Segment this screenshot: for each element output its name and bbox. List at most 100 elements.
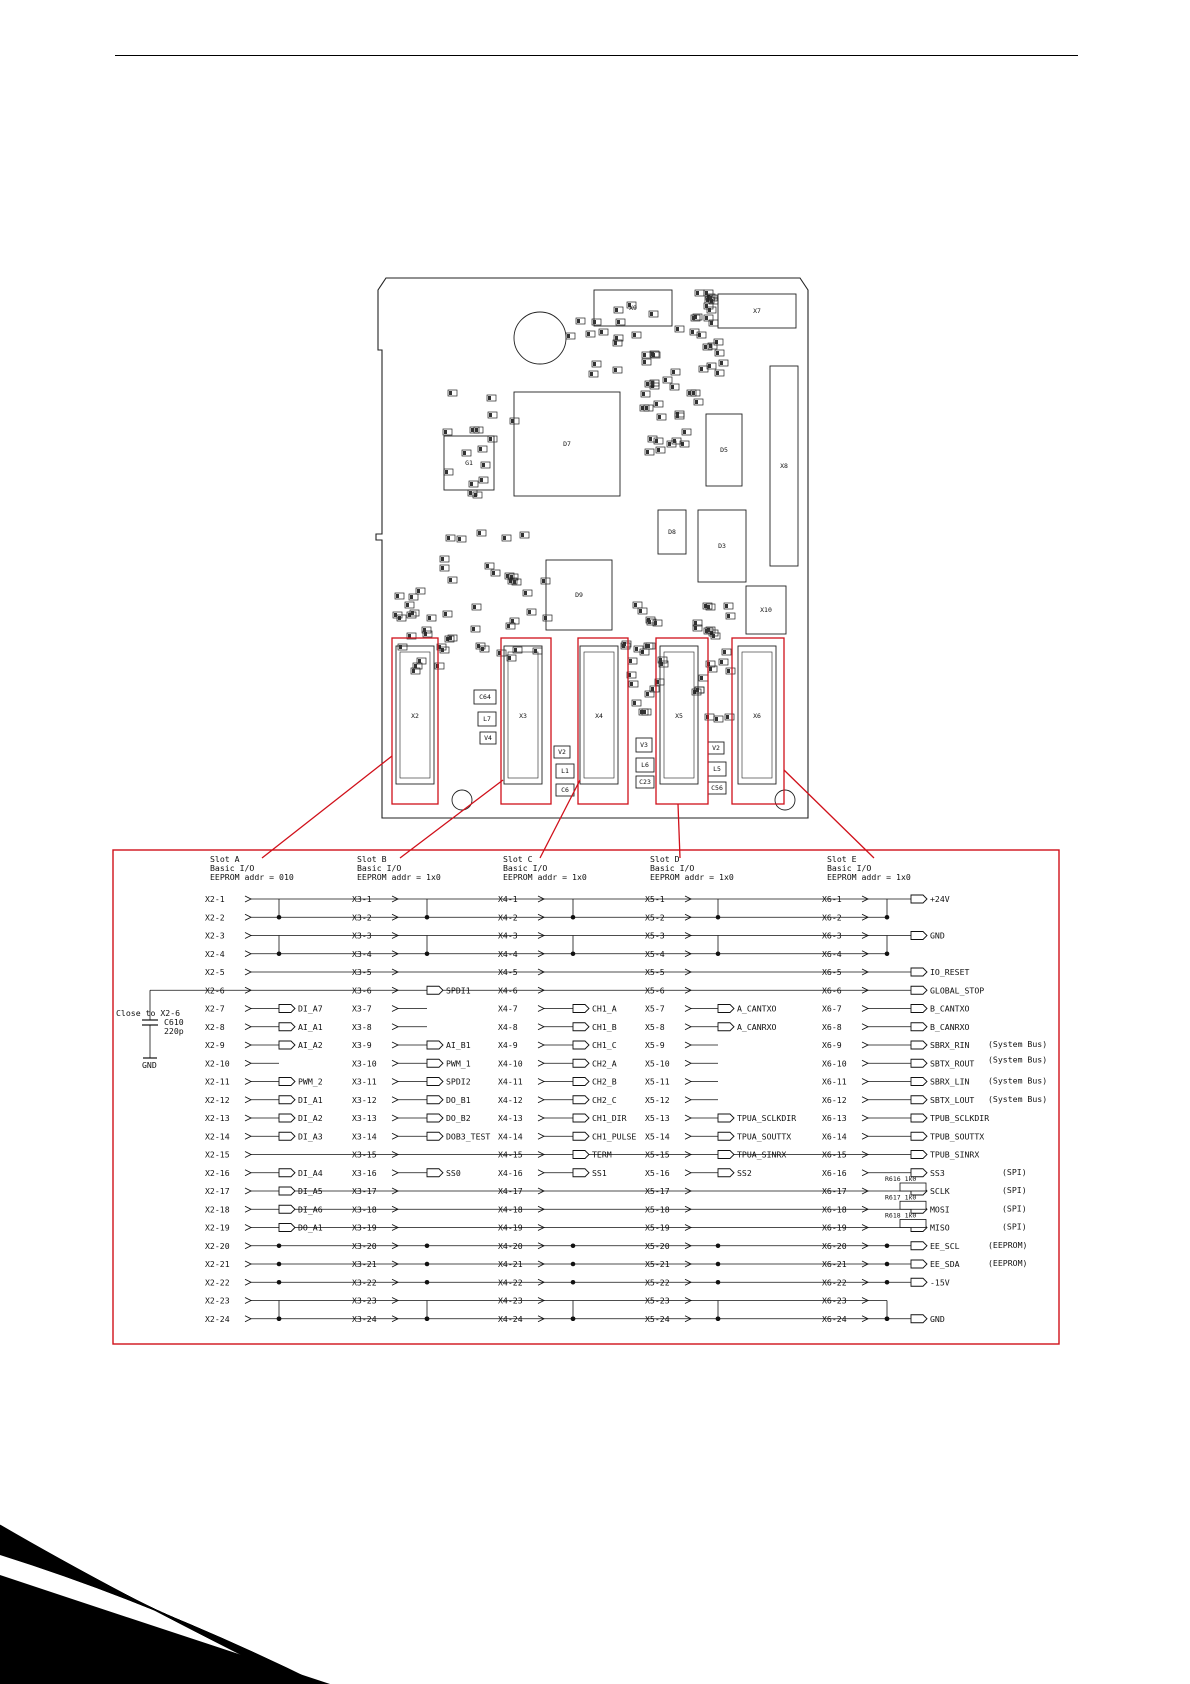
signal-tag [278, 1004, 296, 1013]
smd-pad [498, 651, 501, 655]
signal-label: AI_A1 [298, 1022, 323, 1032]
smd-pad [705, 629, 708, 633]
smd-pad [449, 636, 452, 640]
pin-label: X6-10 [822, 1058, 847, 1068]
pin-chevron [391, 1096, 400, 1104]
pin-chevron [861, 1169, 870, 1177]
smd-part [470, 625, 481, 633]
smd-pad [481, 647, 484, 651]
signal-label: CH2_B [592, 1077, 617, 1087]
smd-part [478, 476, 489, 484]
component-l1 [555, 763, 575, 779]
signal-tag [910, 1241, 928, 1251]
signal-tag [278, 1223, 296, 1232]
note-value: 220p [164, 1026, 184, 1036]
smd-pad [511, 619, 514, 623]
component-label-c56: C56 [711, 784, 723, 792]
smd-part [632, 601, 643, 609]
smd-pad [709, 667, 712, 671]
pin-chevron [244, 913, 253, 921]
smd-pad [727, 669, 730, 673]
smd-pad [514, 648, 517, 652]
pin-label: X2-2 [205, 912, 225, 922]
smd-pad [668, 442, 671, 446]
pin-chevron [244, 932, 253, 939]
resistor-body [899, 1182, 927, 1192]
pin-chevron [684, 1096, 693, 1104]
smd-part [652, 619, 663, 627]
junction-dot [715, 1279, 721, 1285]
smd-part [721, 648, 732, 656]
signal-label: DI_A4 [298, 1168, 323, 1178]
swoosh-fill [0, 1575, 330, 1684]
smd-pad [657, 448, 660, 452]
pin-chevron [244, 1023, 253, 1031]
smd-pad [720, 660, 723, 664]
smd-part [467, 489, 478, 497]
pin-chevron [684, 1114, 693, 1122]
component-label-d3: D3 [718, 542, 726, 550]
pin-chevron [244, 1078, 253, 1085]
connector-inner-x3 [507, 651, 539, 779]
smd-part [649, 350, 660, 358]
junction-dot [570, 1261, 576, 1267]
signal-label: IO_RESET [930, 967, 970, 977]
slot-type-4: Basic I/O [827, 863, 871, 873]
pin-chevron [244, 1059, 253, 1067]
smd-part [648, 310, 659, 318]
pin-label: X2-24 [205, 1314, 230, 1324]
smd-pad [503, 536, 506, 540]
pin-chevron [861, 1096, 870, 1104]
connector-inner-x6 [741, 651, 773, 779]
smd-pad [617, 320, 620, 324]
smd-part [410, 667, 421, 675]
smd-pad [650, 312, 653, 316]
pin-chevron [537, 1023, 546, 1031]
component-d7 [513, 391, 621, 497]
pin-chevron [537, 1041, 546, 1049]
pin-label: X2-13 [205, 1113, 230, 1123]
smd-pad [587, 332, 590, 336]
pin-chevron [244, 1005, 253, 1012]
smd-part [725, 667, 736, 675]
smd-part [714, 369, 725, 377]
junction-dot [276, 1316, 282, 1322]
smd-part [397, 643, 408, 651]
signal-tag [278, 1204, 296, 1214]
pin-label: X4-11 [498, 1077, 523, 1087]
smd-part [714, 349, 725, 357]
signal-tag [717, 1004, 735, 1013]
pin-chevron [391, 1114, 400, 1122]
signal-label: TPUB_SINRX [930, 1150, 979, 1160]
pin-chevron [861, 1114, 870, 1122]
component-v4 [479, 731, 497, 745]
smd-pad [590, 372, 593, 376]
signal-label: DI_A5 [298, 1186, 323, 1196]
slot-leader-3 [677, 803, 681, 859]
component-label-l7: L7 [483, 715, 491, 723]
pin-chevron [244, 1205, 253, 1213]
smd-pad [593, 320, 596, 324]
smd-part [710, 632, 721, 640]
smd-pad [489, 437, 492, 441]
component-label-d9: D9 [575, 591, 583, 599]
signal-note: (SPI) [1002, 1222, 1027, 1232]
pin-chevron [391, 1169, 400, 1177]
signal-label: PWM_1 [446, 1058, 471, 1068]
slot-title-3: Slot D [650, 854, 680, 864]
smd-pad [683, 430, 686, 434]
pin-chevron [244, 1151, 253, 1158]
smd-pad [444, 612, 447, 616]
smd-part [631, 331, 642, 339]
smd-pad [639, 609, 642, 613]
junction-dot [715, 1316, 721, 1322]
pin-label: X5-16 [645, 1168, 670, 1178]
junction-dot [570, 1243, 576, 1249]
pin-label: X3-12 [352, 1095, 377, 1105]
smd-part [532, 647, 543, 655]
smd-part [655, 446, 666, 454]
signal-tag [572, 1058, 590, 1068]
note-text: Close to X2-6 [116, 1008, 180, 1018]
smd-pad [659, 658, 662, 662]
